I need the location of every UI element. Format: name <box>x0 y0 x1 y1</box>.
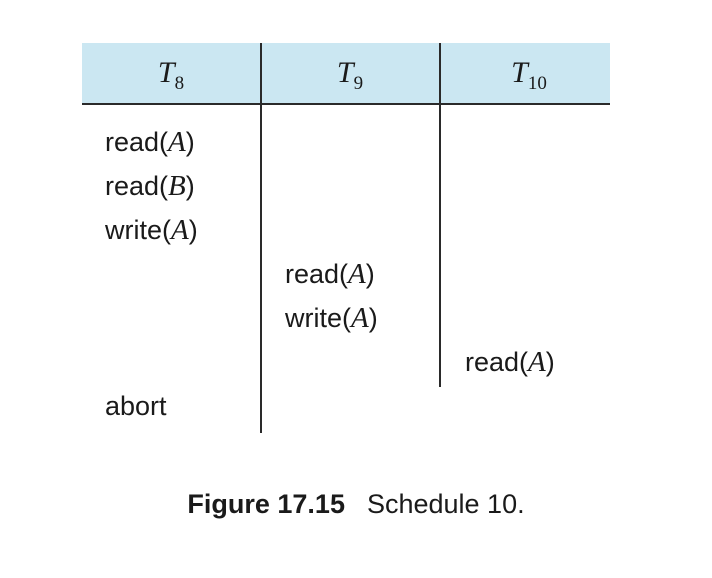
operation-row: write(A) <box>105 214 198 246</box>
figure-caption: Figure 17.15 Schedule 10. <box>0 487 712 521</box>
operation-row-abort: abort <box>105 391 167 421</box>
operation-row: read(B) <box>105 170 195 202</box>
operation-row: read(A) <box>285 258 375 290</box>
column-divider <box>260 43 262 433</box>
header-rule <box>82 103 610 105</box>
figure-label: Figure 17.15 <box>187 489 345 519</box>
column-header-t9: T9 <box>336 56 364 94</box>
figure-caption-text: Schedule 10. <box>366 489 525 519</box>
column-header-t10: T10 <box>511 56 547 94</box>
schedule-table: T8 T9 T10 read(A) read(B) write(A) read(… <box>82 43 610 433</box>
table-header-band <box>82 43 610 103</box>
column-divider <box>439 43 441 387</box>
column-header-t8: T8 <box>157 56 185 94</box>
operation-row: read(A) <box>105 126 195 158</box>
operation-row: write(A) <box>285 302 378 334</box>
operation-row: read(A) <box>465 346 555 378</box>
